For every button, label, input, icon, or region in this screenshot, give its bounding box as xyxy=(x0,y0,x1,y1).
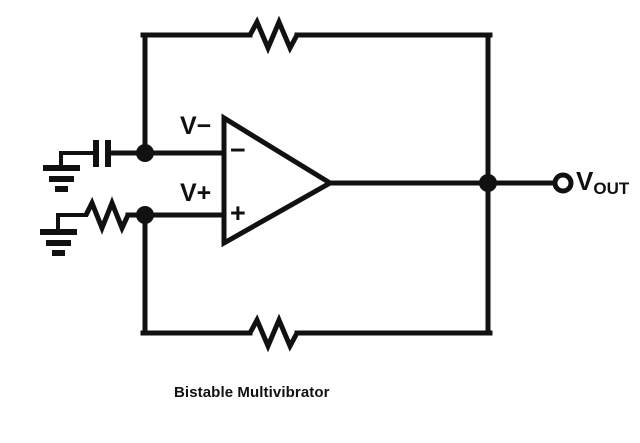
opamp-inverting-sign: − xyxy=(230,135,246,165)
junction-dot-inverting xyxy=(136,144,154,162)
label-output-voltage-subscript: OUT xyxy=(593,179,630,198)
junction-dot-noninverting xyxy=(136,206,154,224)
label-inverting-input: V− xyxy=(180,112,212,140)
feedback-resistor-top xyxy=(247,15,300,55)
label-output-voltage: VOUT xyxy=(576,166,629,197)
feedback-resistor-bottom xyxy=(247,313,300,353)
junction-dot-output xyxy=(479,174,497,192)
diagram-caption: Bistable Multivibrator xyxy=(174,384,330,401)
operational-amplifier-symbol xyxy=(221,113,335,248)
label-output-voltage-main: V xyxy=(576,166,594,196)
input-resistor-left xyxy=(83,196,131,235)
opamp-noninverting-sign: + xyxy=(230,198,246,228)
output-terminal-circle xyxy=(552,172,574,194)
label-noninverting-input: V+ xyxy=(180,179,212,207)
